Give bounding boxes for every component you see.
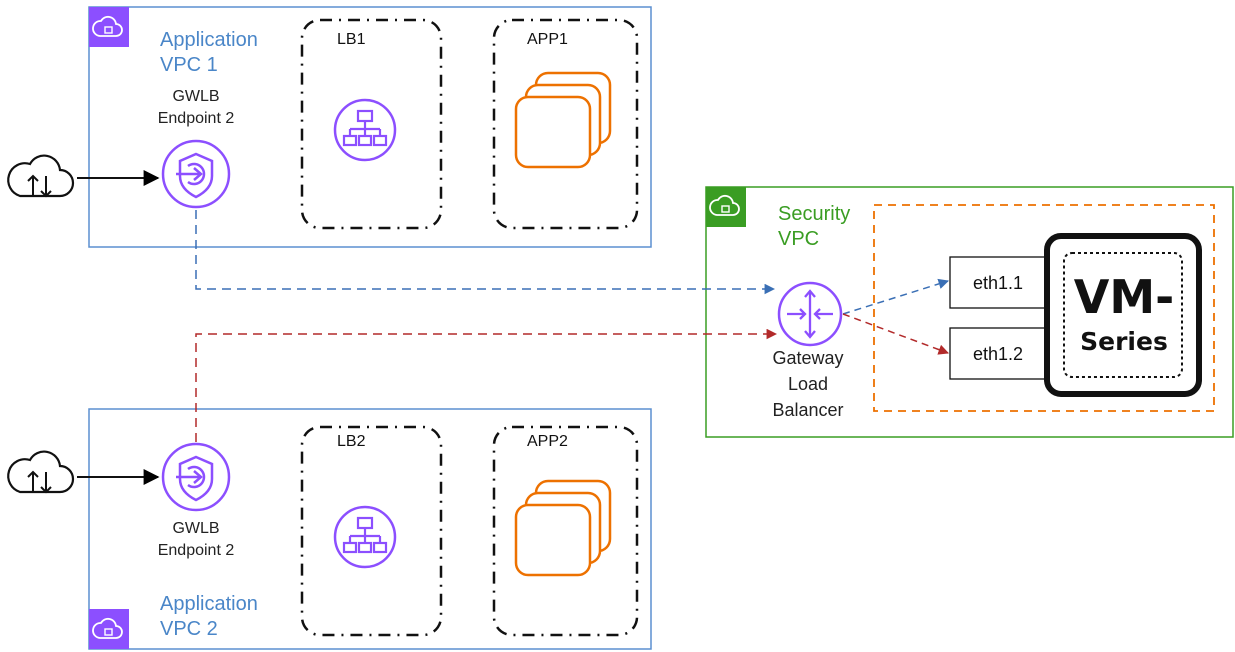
gwlb-endpoint-bottom-sublabel: Endpoint 2	[158, 542, 235, 559]
gwlb-endpoint-bottom-label: GWLB	[172, 520, 219, 537]
app2-label: APP2	[527, 433, 568, 450]
internet-cloud-bottom-icon	[7, 450, 75, 494]
load-balancer-icon	[333, 505, 397, 569]
security-vpc-title: Security	[778, 203, 850, 225]
red-flow-gwlb-to-eth1-2	[842, 313, 949, 355]
gwlb-endpoint-top-icon	[161, 139, 231, 209]
svg-text:eth1.2: eth1.2	[973, 344, 1023, 364]
vm-series-logo-line2: Series	[1080, 327, 1168, 356]
gwlb-endpoint-bottom-icon	[161, 442, 231, 512]
gateway-load-balancer-icon	[777, 281, 843, 347]
gwlb-label-line1: Gateway	[772, 348, 843, 368]
vpc-cloud-lock-icon	[89, 609, 129, 649]
gwlb-label-line3: Balancer	[772, 400, 843, 420]
vpc-cloud-lock-icon	[89, 7, 129, 47]
svg-text:eth1.1: eth1.1	[973, 273, 1023, 293]
vpc-cloud-lock-icon	[706, 187, 746, 227]
internet-cloud-top-icon	[7, 154, 75, 198]
firewall-group	[873, 204, 1215, 412]
security-vpc: Security VPC	[705, 186, 1234, 438]
lb1-label: LB1	[337, 31, 366, 48]
app1-zone: APP1	[492, 18, 639, 230]
vpc-1-title: Application	[160, 29, 258, 51]
gwlb-label-line2: Load	[788, 374, 828, 394]
vm-series-logo-line1: VM-	[1074, 270, 1174, 324]
application-vpc-2: Application VPC 2	[88, 408, 652, 650]
app-instances-icon	[514, 479, 612, 577]
vpc-1-subtitle: VPC 1	[160, 54, 218, 76]
vpc-2-subtitle: VPC 2	[160, 618, 218, 640]
vm-series-firewall: VM- Series	[1044, 233, 1202, 397]
load-balancer-icon	[333, 98, 397, 162]
interface-eth1-2: eth1.2	[949, 327, 1048, 380]
security-vpc-subtitle: VPC	[778, 228, 819, 250]
blue-flow-gwlb-to-eth1-1	[842, 278, 950, 315]
app1-label: APP1	[527, 31, 568, 48]
vpc-2-title: Application	[160, 593, 258, 615]
blue-flow-endpoint-to-gwlb	[195, 210, 776, 295]
app-instances-icon	[514, 71, 612, 169]
gwlb-endpoint-top-label: GWLB	[172, 88, 219, 105]
red-flow-endpoint-to-gwlb	[195, 328, 778, 442]
app2-zone: APP2	[492, 425, 639, 637]
lb2-label: LB2	[337, 433, 366, 450]
lb2-zone: LB2	[300, 425, 443, 637]
lb1-zone: LB1	[300, 18, 443, 230]
interface-eth1-1: eth1.1	[949, 256, 1048, 309]
application-vpc-1: Application VPC 1	[88, 6, 652, 248]
gwlb-endpoint-top-sublabel: Endpoint 2	[158, 110, 235, 127]
